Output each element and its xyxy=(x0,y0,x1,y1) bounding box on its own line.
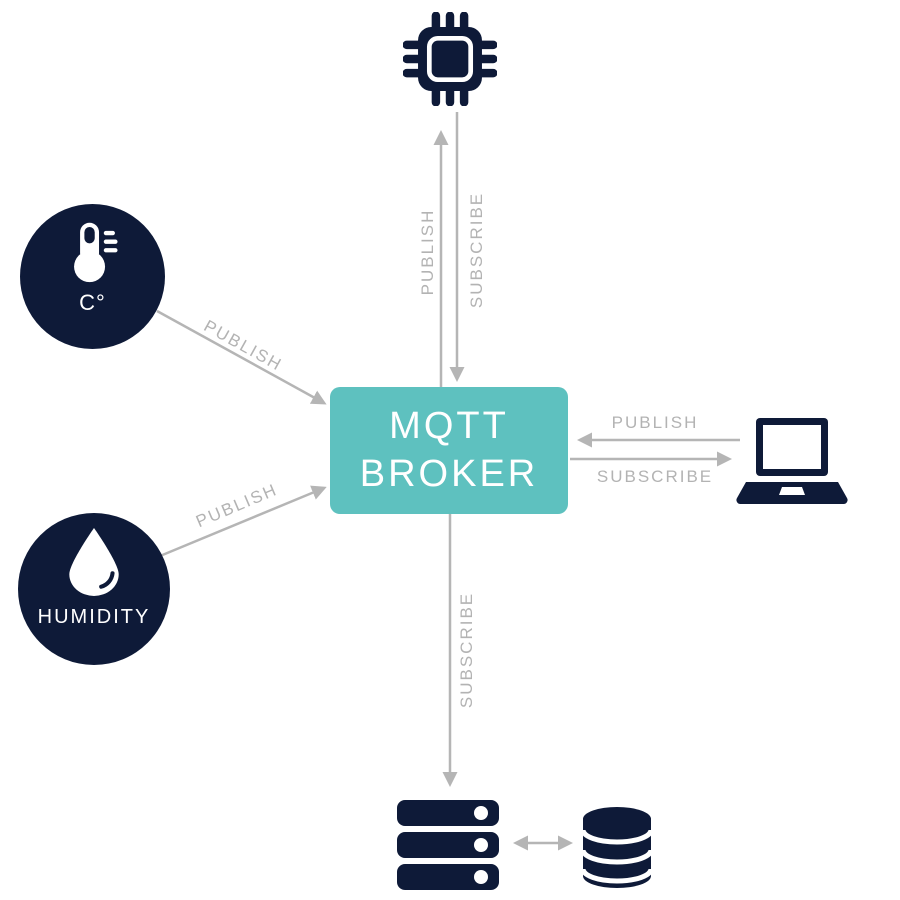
database-node xyxy=(580,806,654,890)
edge-temp-publish-line xyxy=(156,309,327,405)
label-humidity-publish: PUBLISH xyxy=(193,479,281,532)
label-chip-subscribe: SUBSCRIBE xyxy=(467,191,486,309)
laptop-icon xyxy=(736,418,848,505)
database-icon xyxy=(580,807,654,888)
label-temperature-publish: PUBLISH xyxy=(200,316,286,375)
droplet-icon xyxy=(69,528,119,596)
chip-icon xyxy=(402,11,498,107)
label-server-subscribe: SUBSCRIBE xyxy=(457,591,476,709)
chip-node xyxy=(402,11,498,107)
laptop-node xyxy=(736,418,848,506)
humidity-label: HUMIDITY xyxy=(37,606,151,628)
label-laptop-publish: PUBLISH xyxy=(611,413,699,432)
label-laptop-subscribe: SUBSCRIBE xyxy=(596,467,714,486)
temperature-label: C° xyxy=(79,290,106,315)
temperature-node: C° xyxy=(20,204,165,349)
broker-title-line2: BROKER xyxy=(359,452,539,495)
server-icon xyxy=(397,800,499,890)
thermometer-icon xyxy=(73,222,118,283)
broker-box: MQTT BROKER xyxy=(330,387,568,514)
broker-title-line1: MQTT xyxy=(389,405,509,448)
label-chip-publish: PUBLISH xyxy=(418,208,437,296)
humidity-node: HUMIDITY xyxy=(18,513,170,665)
server-node xyxy=(397,800,499,890)
